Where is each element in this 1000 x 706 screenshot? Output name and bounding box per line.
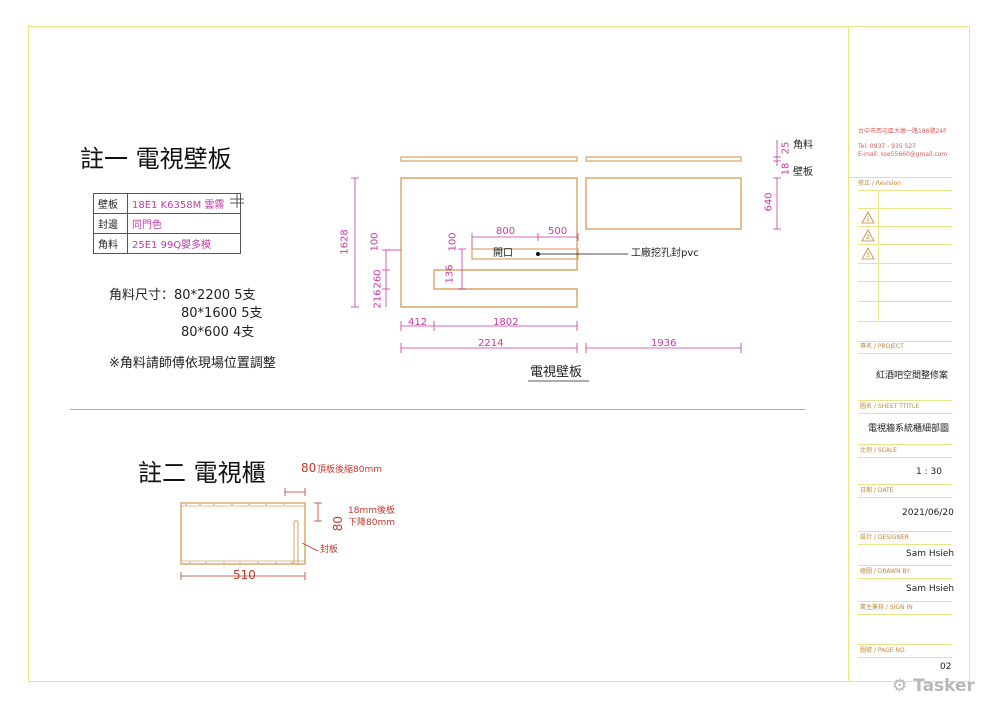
revision-3-number: 3	[866, 252, 870, 259]
revision-2-number: 2	[866, 234, 870, 241]
drawn-by-value: Sam Hsieh	[906, 584, 955, 594]
page-no-value: 02	[940, 662, 952, 672]
watermark-text: Tasker	[913, 676, 975, 696]
page-no-label: 圖號 / PAGE NO.	[860, 647, 907, 654]
material-spec-table: 壁板 18E1 K6358M 雲霧 封邊 同門色 角料 25E1 99Q嬰多模	[93, 193, 241, 254]
wall-panel-label: 壁板	[793, 167, 813, 178]
note1-title: 註一 電視壁板	[80, 145, 232, 173]
drawn-by-label: 繪圖 / DRAWN BY	[860, 568, 910, 575]
revision-1-number: 1	[866, 216, 870, 223]
tasker-watermark: ⚙ Tasker	[892, 676, 975, 696]
scale-value: 1 : 30	[916, 467, 942, 477]
back-panel-note-1: 18mm後板	[348, 506, 395, 516]
table-row: 角料 25E1 99Q嬰多模	[93, 233, 241, 254]
spec-value: 25E1 99Q嬰多模	[127, 233, 241, 254]
dim-500: 500	[548, 226, 568, 237]
scale-label: 比例 / SCALE	[860, 447, 898, 454]
table-row: 封邊 同門色	[93, 213, 241, 234]
date-value: 2021/06/20	[902, 508, 954, 518]
corner-size-line-2: 80*1600 5支	[181, 306, 263, 321]
corner-strip-label: 角料	[793, 140, 813, 151]
corner-size-line-1: 角料尺寸：80*2200 5支	[109, 288, 256, 303]
dim-412: 412	[408, 317, 428, 328]
top-setback-note: 頂板後縮80mm	[317, 465, 382, 475]
drawing-frame	[28, 26, 970, 682]
designer-label: 設計 / DESIGNER	[860, 534, 909, 541]
date-label: 日期 / DATE	[860, 487, 894, 494]
dim-1936: 1936	[651, 338, 677, 349]
email-text: E-mail: sse55660@gmail.com	[858, 151, 948, 158]
revision-label: 修正 / Revision	[858, 180, 901, 187]
tel-text: Tel: 0937 - 935 527	[858, 143, 916, 150]
opening-label: 開口	[493, 248, 513, 259]
dim-80-top: 80	[301, 461, 317, 475]
address-text: 台中市西屯區大墩一路186號24F	[858, 128, 947, 135]
pvc-note: 工廠挖孔封pvc	[631, 248, 699, 259]
dim-510: 510	[233, 568, 256, 582]
sheet-title-value: 電視牆系統櫃細部圖	[868, 424, 950, 434]
corner-size-line-3: 80*600 4支	[181, 325, 255, 340]
adjust-note: ※角料請師傅依現場位置調整	[109, 356, 276, 371]
project-value: 紅酒吧空間整修案	[876, 371, 949, 381]
seal-panel-label: 封板	[320, 545, 339, 555]
dim-800: 800	[496, 226, 516, 237]
sign-in-label: 業主簽核 / SIGN IN	[860, 604, 913, 611]
dim-1802: 1802	[493, 317, 519, 328]
dim-2214: 2214	[478, 338, 504, 349]
drawing1-caption: 電視壁板	[530, 365, 583, 380]
project-label: 專名 / PROJECT	[860, 343, 904, 350]
section-divider	[70, 409, 805, 410]
back-panel-note-2: 下降80mm	[348, 518, 395, 528]
dim-80-side: 80	[331, 515, 346, 532]
note2-title: 註二 電視櫃	[138, 459, 266, 487]
sheet-title-label: 圖名 / SHEET TTITLE	[860, 403, 920, 410]
designer-value: Sam Hsieh	[906, 549, 955, 559]
